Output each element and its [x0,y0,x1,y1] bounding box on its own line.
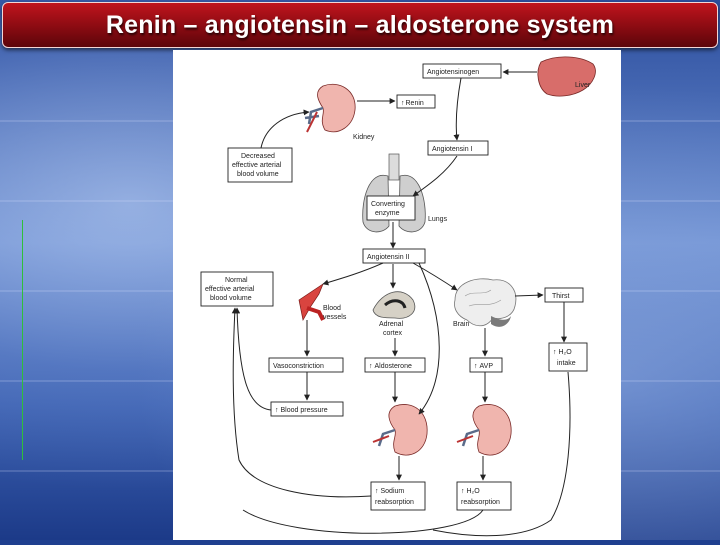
brain-illustration [454,278,517,327]
adrenal-label-1: Adrenal [379,321,404,328]
aldosterone-box: ↑Aldosterone [364,357,426,373]
decreased-blood-volume-box: Decreased effective arterial blood volum… [227,147,293,183]
normal-blood-volume-box: Normal effective arterial blood volume [200,271,274,307]
blood-vessels-label-1: Blood [323,305,341,312]
blood-pressure-box: ↑Blood pressure [270,401,344,417]
svg-text:Angiotensin II: Angiotensin II [367,254,409,261]
svg-text:effective arterial: effective arterial [232,162,282,169]
svg-text:↑H₂O: ↑H₂O [553,349,572,356]
angiotensin-i-box: Angiotensin I [427,140,489,156]
renin-box: ↑Renin [396,94,436,109]
svg-text:blood volume: blood volume [237,171,279,178]
svg-text:↑Aldosterone: ↑Aldosterone [369,363,412,370]
svg-text:blood volume: blood volume [210,295,252,302]
decorative-green-line [22,220,23,460]
brain-label: Brain [453,321,469,328]
svg-text:Converting: Converting [371,201,405,208]
svg-text:effective arterial: effective arterial [205,286,255,293]
h2o-reabsorption-box: ↑H₂O reabsorption [456,481,512,511]
svg-text:Angiotensinogen: Angiotensinogen [427,69,479,76]
flow-arrows [231,69,571,537]
svg-text:intake: intake [557,360,576,367]
h2o-intake-box: ↑H₂O intake [548,342,588,372]
converting-enzyme-box: Converting enzyme [366,195,416,221]
adrenal-label-2: cortex [383,330,403,337]
svg-text:↑AVP: ↑AVP [474,363,493,370]
kidney-illustration-middle [372,404,428,456]
lungs-label: Lungs [428,216,448,223]
kidney-label: Kidney [353,134,375,141]
svg-text:Vasoconstriction: Vasoconstriction [273,363,324,370]
svg-text:Angiotensin I: Angiotensin I [432,146,473,153]
sodium-reabsorption-box: ↑Sodium reabsorption [370,481,426,511]
svg-text:Decreased: Decreased [241,153,275,160]
blood-vessels-illustration [298,283,325,321]
angiotensin-ii-box: Angiotensin II [362,248,426,264]
kidney-illustration-top [304,84,356,133]
adrenal-illustration [372,291,416,319]
thirst-box: Thirst [544,287,584,303]
svg-text:↑Renin: ↑Renin [401,100,424,107]
svg-text:reabsorption: reabsorption [461,499,500,506]
angiotensinogen-box: Angiotensinogen [422,63,502,79]
liver-label: Liver [575,82,591,89]
svg-text:enzyme: enzyme [375,210,400,217]
vasoconstriction-box: Vasoconstriction [268,357,344,373]
blood-vessels-label-2: vessels [323,314,347,321]
kidney-illustration-right [456,404,512,456]
svg-text:↑H₂O: ↑H₂O [461,488,480,495]
svg-text:Normal: Normal [225,277,248,284]
diagram-panel: Liver Kidney Lungs Blood vessels Adrenal… [173,50,621,540]
svg-text:reabsorption: reabsorption [375,499,414,506]
slide-title: Renin – angiotensin – aldosterone system [105,10,615,39]
title-bar: Renin – angiotensin – aldosterone system [2,2,718,48]
raas-diagram: Liver Kidney Lungs Blood vessels Adrenal… [200,56,596,537]
svg-text:↑Sodium: ↑Sodium [375,488,404,495]
avp-box: ↑AVP [469,357,503,373]
svg-text:↑Blood pressure: ↑Blood pressure [275,407,328,414]
svg-text:Thirst: Thirst [552,293,570,300]
liver-illustration [537,56,596,97]
